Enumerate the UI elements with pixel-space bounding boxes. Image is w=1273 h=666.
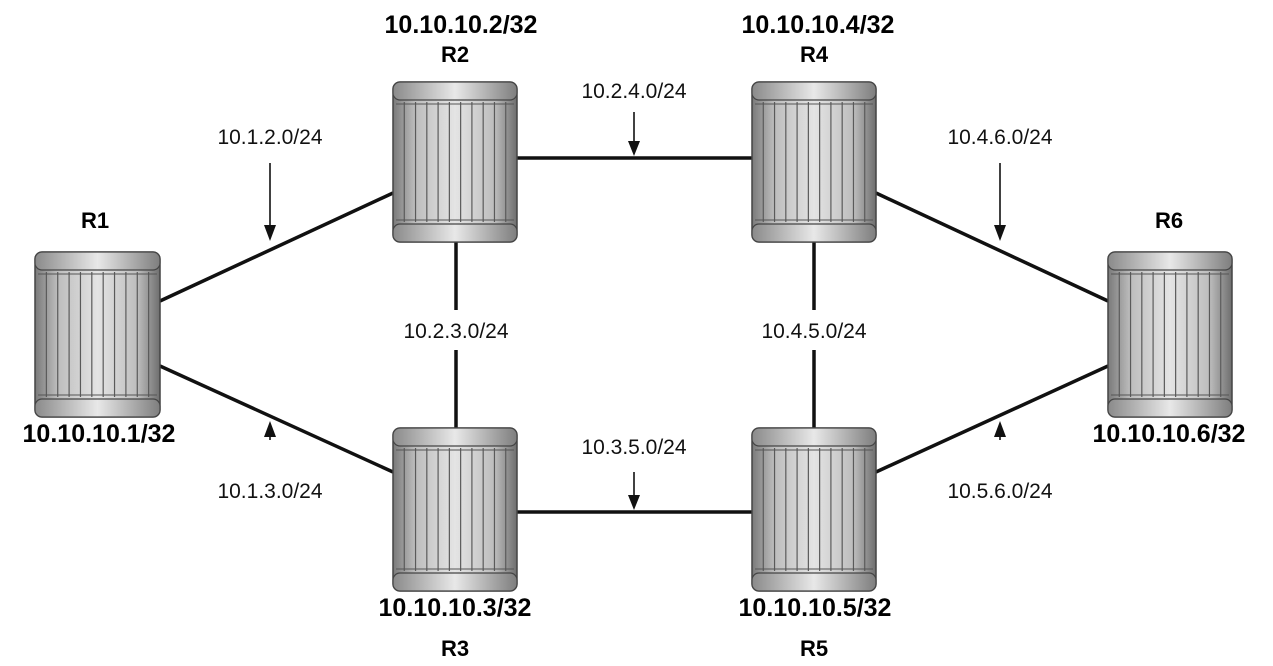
- router-name-r6: R6: [1155, 208, 1183, 233]
- subnet-label-r2-r3: 10.2.3.0/24: [403, 320, 508, 343]
- links-layer: [159, 156, 1109, 514]
- router-address-r2: 10.10.10.2/32: [385, 11, 538, 39]
- router-name-r4: R4: [800, 42, 829, 67]
- subnet-label-r2-r4: 10.2.4.0/24: [581, 80, 686, 103]
- arrow-10-1-2-0: [264, 163, 276, 241]
- router-addresses-layer: 10.10.10.1/32 10.10.10.2/32 10.10.10.3/3…: [23, 11, 1246, 622]
- subnet-label-r4-r5: 10.4.5.0/24: [761, 320, 866, 343]
- router-address-r4: 10.10.10.4/32: [742, 11, 895, 39]
- router-r5-icon[interactable]: [751, 427, 877, 592]
- arrow-10-4-6-0: [994, 163, 1006, 241]
- router-address-r1: 10.10.10.1/32: [23, 420, 176, 448]
- arrow-10-5-6-0: [994, 421, 1006, 440]
- router-r1-icon[interactable]: [34, 251, 161, 418]
- router-address-r6: 10.10.10.6/32: [1093, 420, 1246, 448]
- subnet-label-r1-r2: 10.1.2.0/24: [217, 126, 322, 149]
- router-name-r1: R1: [81, 208, 109, 233]
- subnet-label-r3-r5: 10.3.5.0/24: [581, 436, 686, 459]
- subnet-labels-layer: 10.1.2.0/24 10.1.3.0/24 10.2.3.0/24 10.2…: [217, 80, 1052, 503]
- link-r5-r6: [875, 364, 1109, 474]
- router-names-layer: R1 R2 R3 R4 R5 R6: [81, 42, 1183, 661]
- router-name-r2: R2: [441, 42, 469, 67]
- router-r2-icon[interactable]: [392, 81, 518, 243]
- arrow-10-1-3-0: [264, 421, 276, 440]
- router-name-r5: R5: [800, 636, 828, 661]
- router-r4-icon[interactable]: [751, 81, 877, 243]
- router-address-r5: 10.10.10.5/32: [739, 594, 892, 622]
- router-r6-icon[interactable]: [1107, 251, 1233, 418]
- arrow-10-2-4-0: [628, 112, 640, 156]
- link-r4-r6: [875, 191, 1109, 303]
- link-r1-r2: [159, 191, 394, 303]
- link-r1-r3: [159, 364, 394, 474]
- subnet-label-r4-r6: 10.4.6.0/24: [947, 126, 1052, 149]
- routers-layer: [34, 81, 1233, 592]
- router-address-r3: 10.10.10.3/32: [379, 594, 532, 622]
- subnet-arrows: [264, 112, 1006, 510]
- router-name-r3: R3: [441, 636, 469, 661]
- subnet-label-r1-r3: 10.1.3.0/24: [217, 480, 322, 503]
- subnet-label-r5-r6: 10.5.6.0/24: [947, 480, 1052, 503]
- arrow-10-3-5-0: [628, 472, 640, 510]
- router-r3-icon[interactable]: [392, 427, 518, 592]
